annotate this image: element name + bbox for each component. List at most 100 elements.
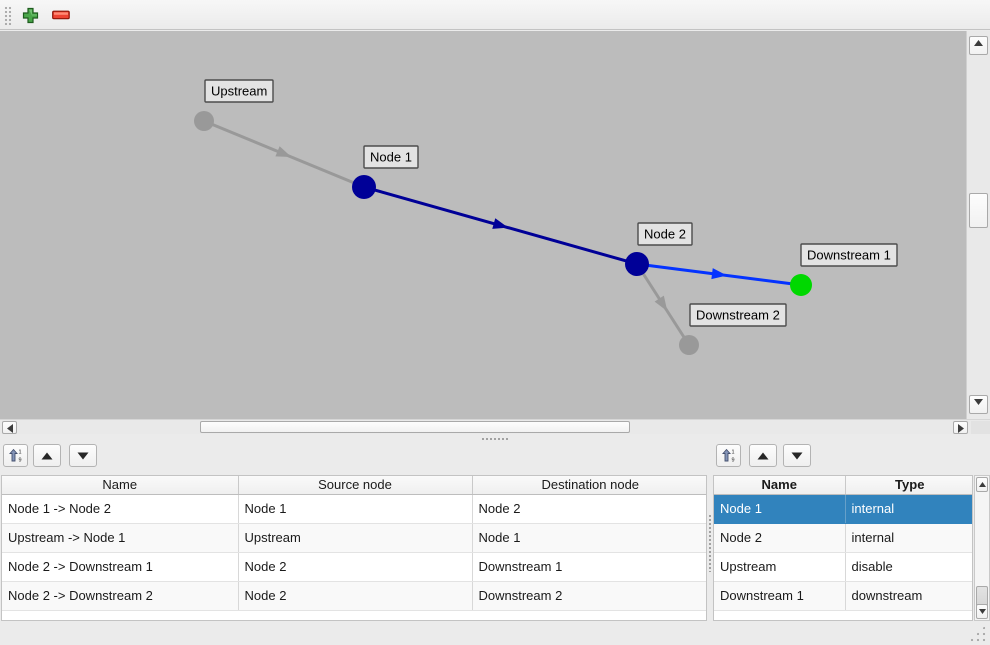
window-resize-grip[interactable]	[967, 624, 987, 643]
graph-node[interactable]	[679, 335, 699, 355]
edge-move-up-button[interactable]	[33, 444, 61, 467]
table-cell[interactable]: Downstream 1	[714, 581, 846, 611]
table-cell[interactable]: internal	[845, 494, 972, 524]
table-cell[interactable]: Upstream	[714, 552, 846, 582]
scroll-left-button[interactable]	[2, 421, 17, 434]
scroll-up-button[interactable]	[969, 36, 988, 55]
node-label-text: Downstream 1	[807, 248, 891, 263]
node-label-box	[637, 222, 693, 246]
toolbar-grip-handle[interactable]	[4, 6, 12, 25]
vertical-scroll-thumb[interactable]	[969, 193, 988, 228]
column-header[interactable]: Source node	[238, 476, 473, 495]
node-label[interactable]: Downstream 2	[689, 303, 787, 327]
edge-arrowhead-icon	[492, 218, 509, 229]
graph-node[interactable]	[352, 175, 376, 199]
sort-ascending-icon: 1 9	[4, 448, 27, 463]
table-cell[interactable]: Node 1	[472, 523, 706, 553]
table-cell[interactable]: internal	[845, 523, 972, 553]
table-cell[interactable]: Node 2 -> Downstream 2	[2, 581, 239, 611]
node-sort-button[interactable]: 1 9	[716, 444, 741, 467]
splitter-grip-icon	[481, 437, 509, 440]
column-header[interactable]: Destination node	[472, 476, 706, 495]
remove-button[interactable]	[49, 3, 73, 27]
move-up-icon	[34, 452, 60, 460]
node-label-box	[800, 243, 898, 267]
sort-ascending-icon: 1 9	[717, 448, 740, 463]
canvas-horizontal-scrollbar[interactable]	[0, 419, 990, 435]
node-label-text: Downstream 2	[696, 308, 780, 323]
node-label[interactable]: Node 2	[637, 222, 693, 246]
table-cell[interactable]: Upstream	[238, 523, 473, 553]
table-cell[interactable]: Node 2	[714, 523, 846, 553]
column-header[interactable]: Name	[2, 476, 239, 495]
node-label[interactable]: Upstream	[204, 79, 274, 103]
node-label-box	[689, 303, 787, 327]
node-label[interactable]: Node 1	[363, 145, 419, 169]
node-label-text: Upstream	[211, 84, 267, 99]
scroll-up-button[interactable]	[976, 477, 988, 492]
node-table-scrollbar[interactable]	[974, 475, 990, 621]
remove-minus-icon	[49, 9, 73, 21]
table-cell[interactable]: Node 2	[238, 581, 473, 611]
scroll-down-button[interactable]	[976, 604, 988, 619]
column-header[interactable]: Type	[845, 476, 972, 495]
horizontal-splitter[interactable]	[0, 434, 990, 443]
node-label[interactable]: Downstream 1	[800, 243, 898, 267]
arrow-left-icon	[6, 424, 13, 433]
graph-node[interactable]	[625, 252, 649, 276]
svg-text:1: 1	[18, 450, 21, 456]
edge-sort-button[interactable]: 1 9	[3, 444, 28, 467]
svg-text:9: 9	[731, 458, 734, 464]
arrow-right-icon	[957, 424, 964, 433]
table-cell[interactable]: Downstream 1	[472, 552, 706, 582]
add-button[interactable]	[18, 3, 42, 27]
arrow-up-icon	[974, 40, 983, 46]
table-cell[interactable]: Node 2	[472, 494, 706, 524]
move-down-icon	[70, 452, 96, 460]
edge-arrowhead-icon	[654, 295, 668, 312]
graph-node[interactable]	[790, 274, 812, 296]
table-cell[interactable]: Node 2 -> Downstream 1	[2, 552, 239, 582]
arrow-down-icon	[978, 609, 986, 614]
table-cell[interactable]: downstream	[845, 581, 972, 611]
table-cell[interactable]: disable	[845, 552, 972, 582]
table-cell[interactable]: Node 1 -> Node 2	[2, 494, 239, 524]
table-cell[interactable]: Node 2	[238, 552, 473, 582]
edge-move-down-button[interactable]	[69, 444, 97, 467]
edge-arrowhead-icon	[275, 146, 292, 158]
canvas-vertical-scrollbar[interactable]	[966, 31, 990, 419]
node-label-text: Node 1	[370, 150, 412, 165]
scroll-down-button[interactable]	[969, 395, 988, 414]
node-label-text: Node 2	[644, 227, 686, 242]
table-cell[interactable]: Downstream 2	[472, 581, 706, 611]
node-move-up-button[interactable]	[749, 444, 777, 467]
table-cell[interactable]: Upstream -> Node 1	[2, 523, 239, 553]
column-header[interactable]: Name	[714, 476, 846, 495]
splitter-grip-icon	[708, 514, 711, 572]
edge-arrowhead-icon	[711, 268, 727, 280]
table-cell[interactable]: Node 1	[714, 494, 846, 524]
horizontal-scroll-thumb[interactable]	[200, 421, 630, 433]
node-move-down-button[interactable]	[783, 444, 811, 467]
table-cell[interactable]: Node 1	[238, 494, 473, 524]
scrollbar-corner	[971, 421, 990, 435]
scroll-right-button[interactable]	[953, 421, 968, 434]
vertical-splitter[interactable]	[706, 510, 713, 576]
graph-node[interactable]	[194, 111, 214, 131]
